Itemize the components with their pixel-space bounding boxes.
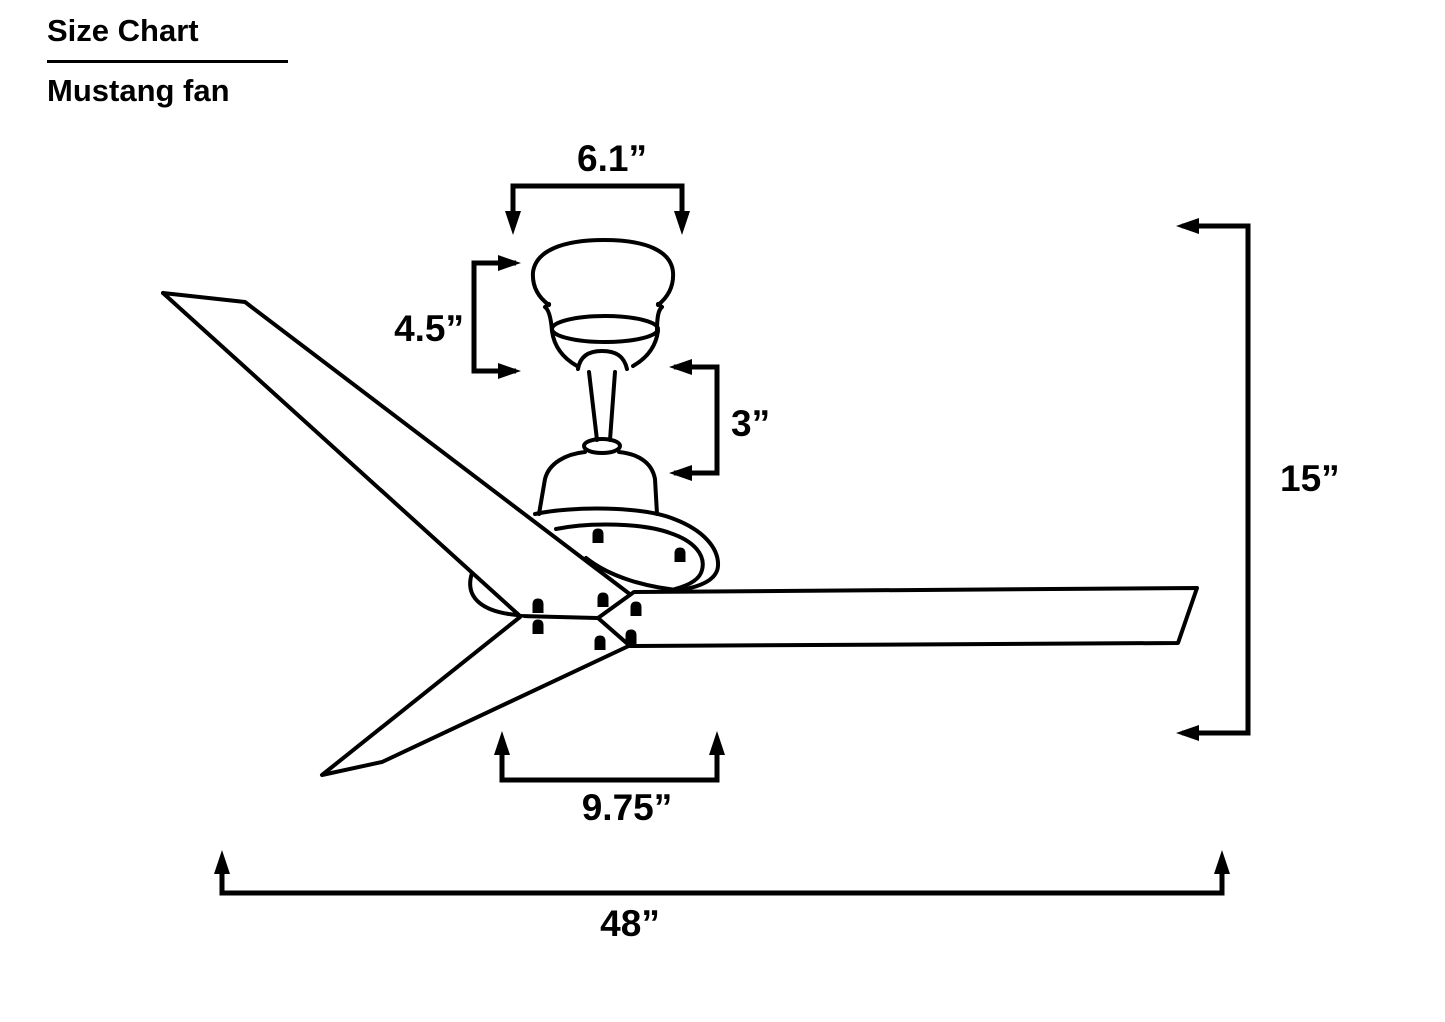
blade-bottom-edge bbox=[161, 291, 522, 618]
hub-screw-icon bbox=[532, 619, 544, 634]
arrow-up-icon bbox=[709, 731, 725, 755]
blade-top-edge bbox=[161, 291, 633, 597]
dim-canopy-height: 4.5” bbox=[394, 255, 521, 379]
arrow-right-icon bbox=[498, 255, 521, 271]
canopy-skirt-left bbox=[550, 329, 579, 368]
housing-left bbox=[537, 450, 587, 516]
flange-screw-icon bbox=[592, 528, 604, 543]
flange-outer-rim bbox=[533, 506, 721, 594]
canopy-skirt-right bbox=[631, 329, 660, 368]
blade-body bbox=[598, 588, 1197, 646]
fan-downrod bbox=[582, 370, 622, 455]
housing-right bbox=[617, 450, 659, 516]
flange-inner-rim bbox=[554, 522, 705, 591]
dim-canopy-width: 6.1” bbox=[505, 138, 690, 235]
arrow-down-icon bbox=[505, 211, 521, 235]
hub-screw-icon bbox=[597, 592, 609, 607]
dim-label-canopy-width: 6.1” bbox=[577, 138, 647, 179]
arrow-left-icon bbox=[1176, 218, 1199, 234]
blade-body bbox=[322, 617, 635, 775]
arrow-left-icon bbox=[669, 359, 692, 375]
dim-blade-span: 48” bbox=[214, 850, 1230, 944]
canopy-dome bbox=[530, 238, 676, 307]
dim-label-motor-width: 9.75” bbox=[582, 787, 673, 828]
hub-screw-icon bbox=[630, 601, 642, 616]
hub-screw-icon bbox=[594, 635, 606, 650]
arrow-right-icon bbox=[498, 363, 521, 379]
dim-label-canopy-height: 4.5” bbox=[394, 308, 464, 349]
fan-blade-lower-left bbox=[320, 615, 637, 777]
page-subtitle: Mustang fan bbox=[47, 73, 230, 108]
blade-body bbox=[163, 293, 631, 618]
dim-label-blade-span: 48” bbox=[600, 903, 660, 944]
page-title: Size Chart bbox=[47, 13, 288, 63]
downrod-right-edge bbox=[608, 370, 617, 442]
dimension-line bbox=[219, 872, 1225, 896]
dim-downrod-length: 3” bbox=[669, 359, 770, 481]
arrow-left-icon bbox=[669, 465, 692, 481]
arrow-left-icon bbox=[1176, 725, 1199, 741]
blade-outline bbox=[320, 615, 637, 777]
fan-blade-right bbox=[596, 586, 1199, 648]
arrow-up-icon bbox=[1214, 850, 1230, 874]
dimension-line bbox=[471, 260, 516, 374]
arrow-down-icon bbox=[674, 211, 690, 235]
title-block: Size Chart Mustang fan bbox=[47, 13, 288, 109]
downrod-coupler bbox=[582, 437, 622, 455]
flange-screw-icon bbox=[674, 547, 686, 562]
dimension-line bbox=[674, 364, 720, 476]
dim-motor-width: 9.75” bbox=[494, 731, 725, 828]
arrow-up-icon bbox=[494, 731, 510, 755]
dim-label-downrod-length: 3” bbox=[731, 403, 770, 444]
canopy-rim bbox=[550, 314, 660, 344]
hub-screw-icon bbox=[532, 598, 544, 613]
fan-blade-upper-left bbox=[161, 291, 633, 618]
dim-fan-height: 15” bbox=[1176, 218, 1340, 741]
fan-canopy bbox=[530, 238, 676, 371]
dim-label-fan-height: 15” bbox=[1280, 458, 1340, 499]
dimension-line bbox=[499, 753, 720, 783]
hub-arc bbox=[468, 571, 519, 617]
hub-top-line bbox=[518, 614, 599, 620]
blade-outline bbox=[596, 586, 1199, 648]
fan-motor-housing bbox=[537, 450, 659, 516]
hub-screw-icon bbox=[625, 629, 637, 644]
arrow-up-icon bbox=[214, 850, 230, 874]
dimension-line bbox=[510, 183, 685, 212]
fan-hub bbox=[468, 571, 599, 620]
downrod-left-edge bbox=[587, 370, 599, 442]
dimension-line bbox=[1182, 223, 1251, 736]
canopy-collar bbox=[576, 349, 629, 371]
